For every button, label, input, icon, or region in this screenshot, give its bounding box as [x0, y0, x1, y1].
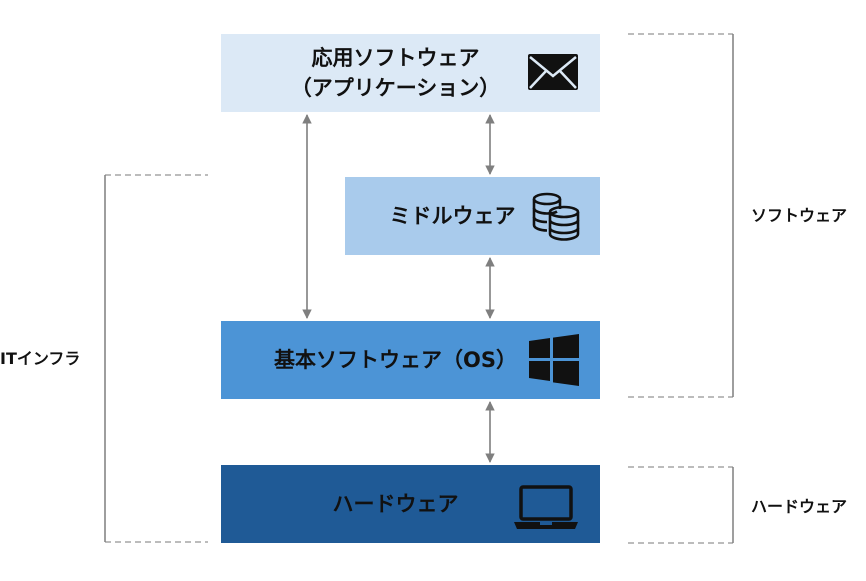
hardware-group-label: ハードウェア	[751, 497, 848, 516]
hardware-layer-label: ハードウェア	[332, 492, 459, 516]
os-layer-label: 基本ソフトウェア（OS）	[274, 348, 517, 372]
envelope-icon	[527, 50, 579, 94]
software-group-label: ソフトウェア	[751, 206, 848, 225]
middleware-layer: ミドルウェア	[345, 177, 600, 255]
application-layer-subtitle: （アプリケーション）	[290, 76, 501, 100]
it-infra-group-label: ITインフラ	[0, 349, 81, 368]
application-layer-label: 応用ソフトウェア （アプリケーション）	[291, 43, 501, 103]
application-layer: 応用ソフトウェア （アプリケーション）	[221, 34, 600, 112]
os-layer: 基本ソフトウェア（OS）	[221, 321, 600, 399]
database-icon	[531, 191, 581, 241]
application-layer-title: 応用ソフトウェア	[311, 46, 480, 70]
hardware-layer: ハードウェア	[221, 465, 600, 543]
software-bracket	[628, 33, 734, 398]
hardware-bracket	[628, 466, 734, 544]
laptop-icon	[511, 483, 581, 531]
it-infra-bracket	[104, 174, 208, 543]
windows-logo-icon	[527, 333, 581, 387]
middleware-layer-label: ミドルウェア	[389, 204, 516, 228]
